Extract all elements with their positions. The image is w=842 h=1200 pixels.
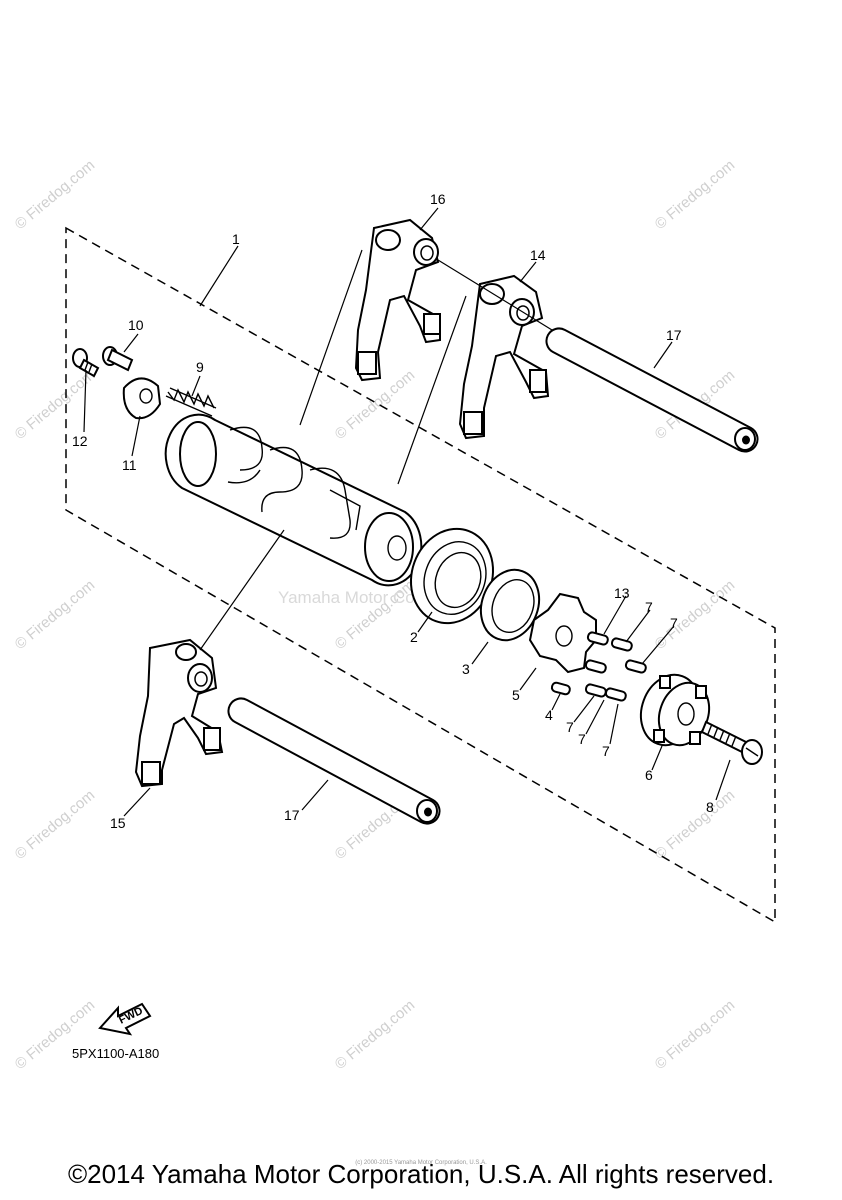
watermark-text: © Firedog.com [332,997,418,1073]
segment-plate [528,592,597,674]
callout-7e: 7 [602,743,610,759]
fine-print: (c) 2000-2015 Yamaha Motor Corporation, … [355,1160,487,1166]
bearing [409,527,495,625]
watermark-text: © Firedog.com [652,577,738,653]
shift-cam [639,673,711,747]
shift-rod-upper [545,327,759,453]
bolt-10 [102,346,134,372]
callout-13: 13 [614,585,630,601]
callout-4: 4 [545,707,553,723]
callout-5: 5 [512,687,520,703]
callout-17a: 17 [666,327,682,343]
dowel-pins [550,631,609,696]
watermark-text: © Firedog.com [12,157,98,233]
fork-guide-lines [199,249,553,651]
ring [479,568,541,642]
callout-1: 1 [232,231,240,247]
callout-12: 12 [72,433,88,449]
watermark-text: © Firedog.com [12,577,98,653]
stopper-plate [122,377,162,420]
shift-fork-15 [134,638,224,788]
callout-16: 16 [430,191,446,207]
copyright-footer: ©2014 Yamaha Motor Corporation, U.S.A. A… [67,1159,775,1189]
callout-10: 10 [128,317,144,333]
callout-14: 14 [530,247,546,263]
watermark-text: © Firedog.com [652,997,738,1073]
callout-15: 15 [110,815,126,831]
assembly-boundary [65,226,776,924]
callout-2: 2 [410,629,418,645]
screw [700,720,763,765]
callout-6: 6 [645,767,653,783]
fwd-arrow-icon: FWD [98,1002,152,1036]
shift-rod-lower [227,697,441,825]
shift-fork-16 [354,218,441,382]
callout-labels: 1 2 3 4 5 6 7 7 7 7 7 8 9 10 11 12 13 14… [72,191,714,831]
watermark-text: © Firedog.com [652,787,738,863]
watermark-text: © Firedog.com [652,157,738,233]
callout-8: 8 [706,799,714,815]
callout-17b: 17 [284,807,300,823]
callout-7c: 7 [566,719,574,735]
callout-11: 11 [122,457,137,473]
watermark-text: © Firedog.com [12,997,98,1073]
diagram-code: 5PX1100-A180 [72,1046,159,1061]
callout-7a: 7 [645,599,653,615]
spring [165,387,217,417]
callout-3: 3 [462,661,470,677]
watermark-text: © Firedog.com [12,787,98,863]
callout-7d: 7 [578,731,586,747]
callout-leaders [83,207,731,817]
screw-12 [72,348,100,378]
callout-9: 9 [196,359,204,375]
shift-drum [164,413,423,587]
shift-fork-14 [458,274,550,440]
callout-7b: 7 [670,615,678,631]
cam-pins [584,637,647,702]
